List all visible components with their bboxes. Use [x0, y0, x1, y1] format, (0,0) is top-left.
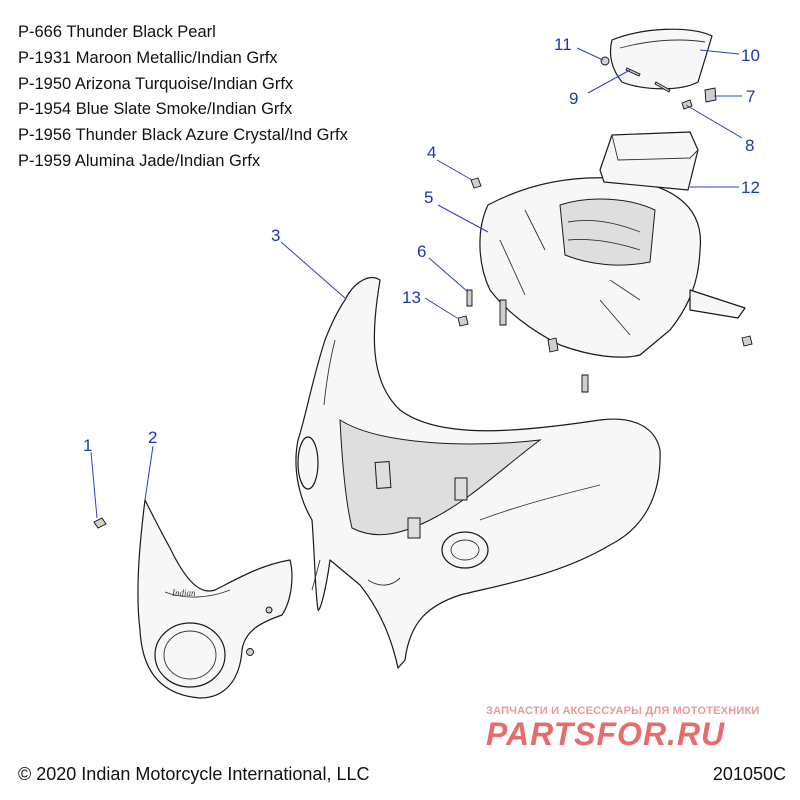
paint-code-item: P-1954 Blue Slate Smoke/Indian Grfx	[18, 100, 293, 119]
outer-fairing-part	[295, 277, 661, 669]
paint-code-item: P-1956 Thunder Black Azure Crystal/Ind G…	[18, 126, 348, 145]
screw-part-1	[93, 517, 107, 529]
paint-code-item: P-1959 Alumina Jade/Indian Grfx	[18, 151, 261, 170]
headlight-bezel-part: Indian	[137, 499, 293, 699]
paint-code-list: P-666 Thunder Black Pearl P-1931 Maroon …	[18, 20, 348, 175]
callout-8: 8	[745, 136, 754, 155]
indian-script-logo: Indian	[171, 588, 196, 598]
callout-13: 13	[402, 288, 421, 307]
callout-12: 12	[741, 178, 760, 197]
callout-5: 5	[424, 188, 433, 207]
callout-7: 7	[746, 87, 755, 106]
diagram-code: 201050C	[712, 764, 786, 784]
watermark-logo: PARTSFOR.RU	[486, 716, 726, 752]
callout-labels: 1 2 3 4 5 6 7 8 9 10 11 12 13	[83, 35, 760, 455]
paint-code-item: P-1950 Arizona Turquoise/Indian Grfx	[18, 74, 294, 93]
copyright-notice: © 2020 Indian Motorcycle International, …	[18, 764, 370, 784]
callout-6: 6	[417, 242, 426, 261]
watermark-tagline: ЗАПЧАСТИ И АКСЕССУАРЫ ДЛЯ МОТОТЕХНИКИ	[486, 705, 760, 717]
inner-fairing-part	[479, 177, 746, 358]
callout-9: 9	[569, 89, 578, 108]
callout-1: 1	[83, 436, 92, 455]
paint-code-item: P-1931 Maroon Metallic/Indian Grfx	[18, 48, 278, 67]
storage-tray-part	[599, 131, 699, 191]
lid-part	[609, 28, 713, 90]
callout-10: 10	[741, 46, 760, 65]
callout-11: 11	[554, 35, 572, 54]
callout-2: 2	[148, 428, 157, 447]
fastener-parts	[457, 177, 753, 393]
callout-3: 3	[271, 226, 280, 245]
paint-code-item: P-666 Thunder Black Pearl	[18, 23, 216, 41]
grommet-part	[246, 648, 254, 656]
callout-4: 4	[427, 143, 436, 162]
callout-leaders	[90, 47, 743, 519]
